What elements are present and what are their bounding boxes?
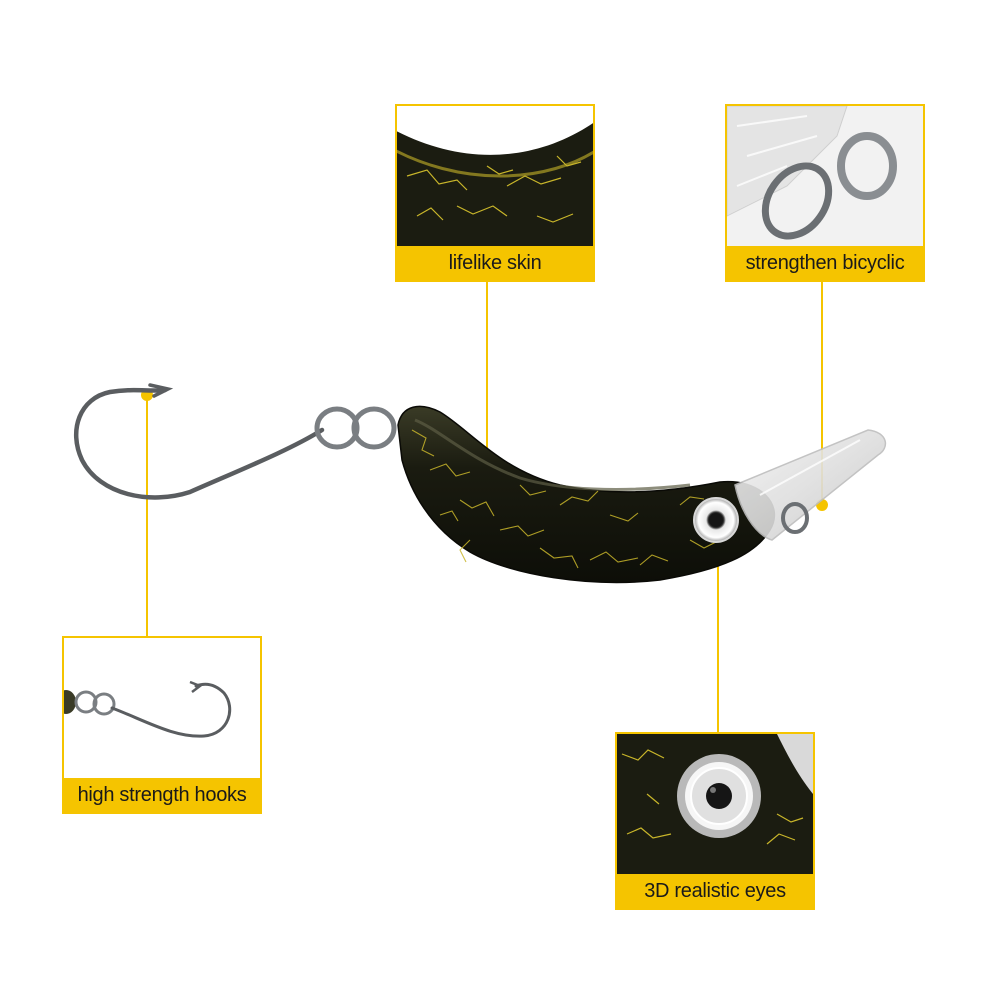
diving-lip-icon <box>734 429 887 541</box>
skin-closeup-image <box>397 106 593 246</box>
callout-lifelike-skin: lifelike skin <box>395 104 595 282</box>
callout-label: strengthen bicyclic <box>727 246 923 280</box>
split-ring-icon <box>314 406 397 450</box>
callout-high-strength-hooks: high strength hooks <box>62 636 262 814</box>
callout-3d-realistic-eyes: 3D realistic eyes <box>615 732 815 910</box>
eye-icon <box>693 497 739 543</box>
ring-closeup-image <box>727 106 923 246</box>
hook-closeup-image <box>64 638 260 778</box>
lure-body-icon <box>397 405 776 584</box>
callout-strengthen-bicyclic: strengthen bicyclic <box>725 104 925 282</box>
callout-label: lifelike skin <box>397 246 593 280</box>
front-ring-icon <box>781 502 809 534</box>
eye-closeup-image <box>617 734 813 874</box>
callout-label: 3D realistic eyes <box>617 874 813 908</box>
hook-icon <box>73 383 325 500</box>
callout-label: high strength hooks <box>64 778 260 812</box>
